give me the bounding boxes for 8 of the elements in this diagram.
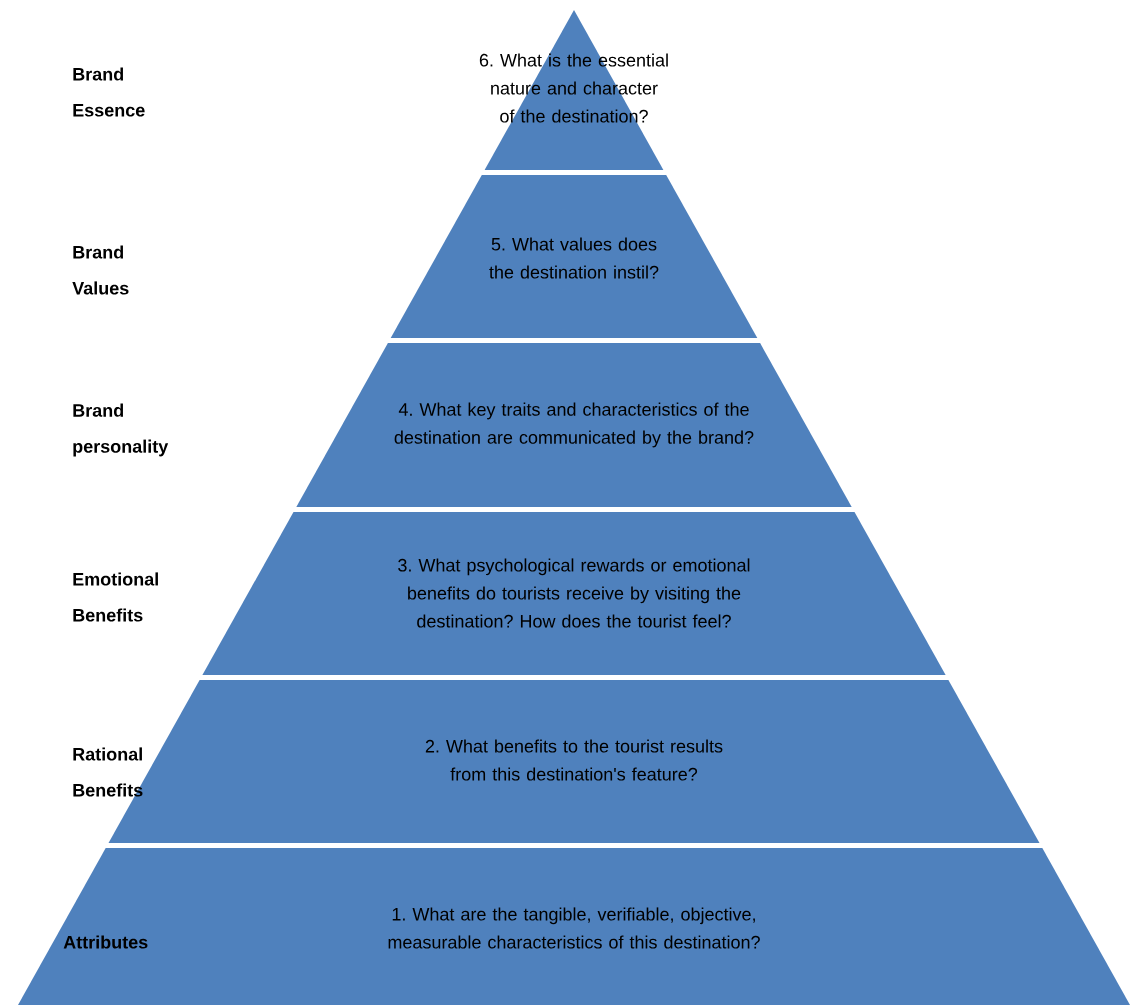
level-label: Brand personality [73,403,169,457]
level-label: Emotional Benefits [73,572,158,622]
level-label: Brand Essence [73,67,145,117]
pyramid-band: 4. What key traits and characteristics of the destination are communicated by the brand? [296,343,852,507]
level-label: Attributes [63,935,148,949]
pyramid-band: 5. What values does the destination instil? [390,175,758,338]
level-label: Brand Values [72,245,129,295]
pyramid-band: 3. What psychological rewards or emotional benefits do tourists receive by visiting the destination? How does the tourist feel? [202,512,946,675]
